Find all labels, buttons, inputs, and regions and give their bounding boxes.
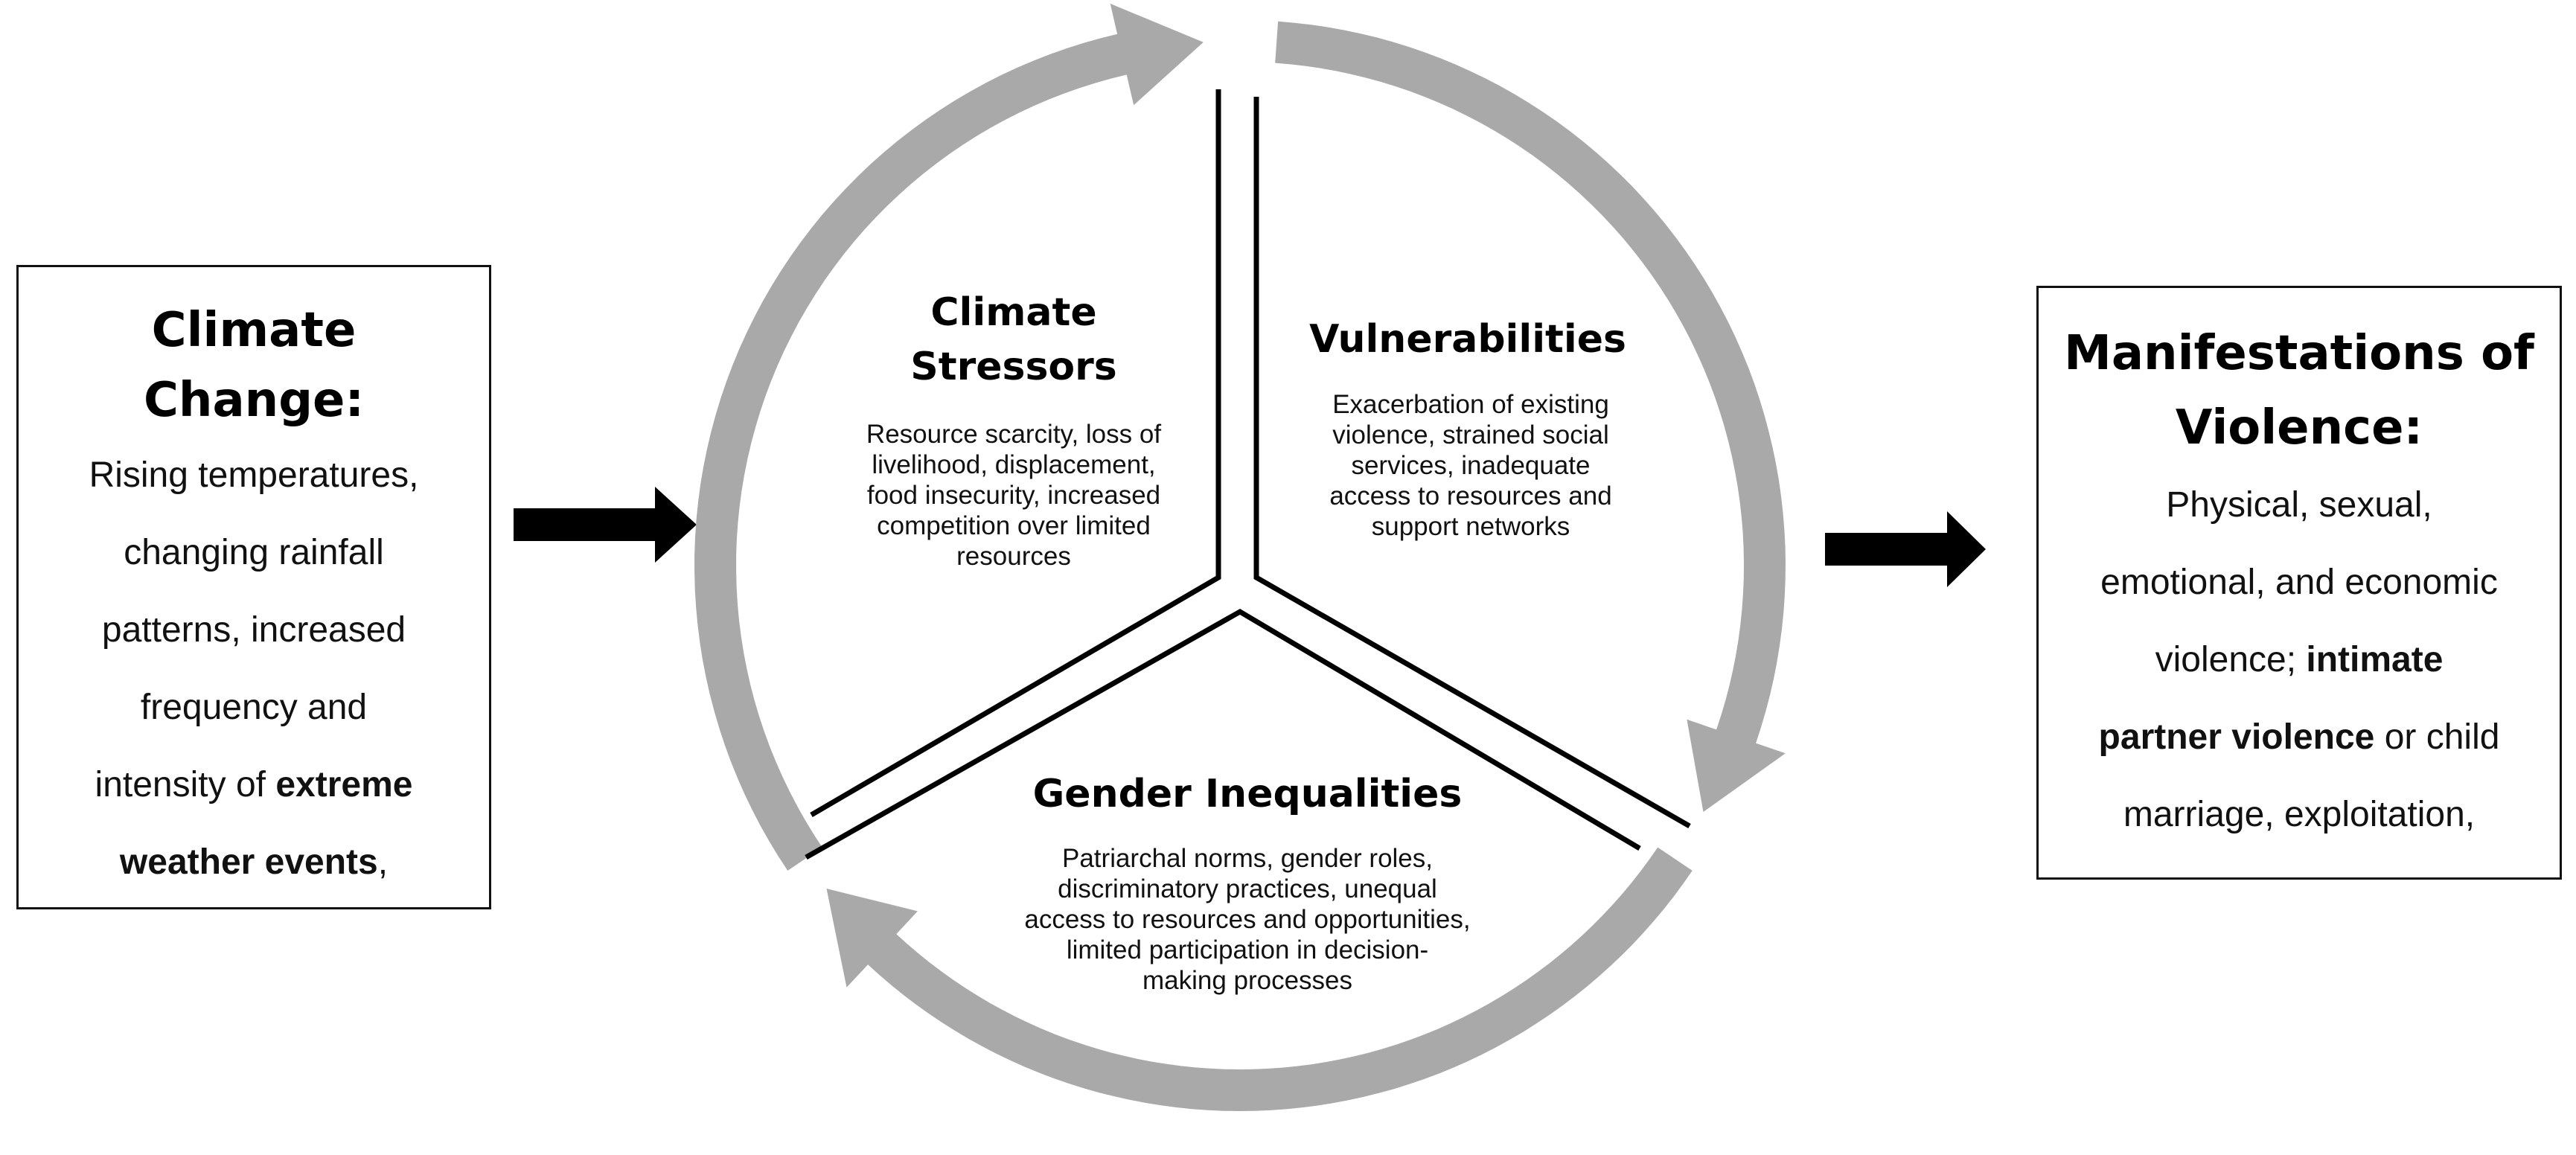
section-vulnerabilities: Vulnerabilities Exacerbation of existing… bbox=[1309, 317, 1626, 541]
section-body-line: competition over limited bbox=[877, 511, 1151, 540]
manifestations-title-line: Manifestations of bbox=[2064, 326, 2534, 381]
climate-stressors-title: Climate bbox=[930, 290, 1096, 335]
section-body-line: food insecurity, increased bbox=[867, 481, 1160, 510]
output-arrow bbox=[1825, 511, 1986, 587]
section-body-line: limited participation in decision- bbox=[1067, 935, 1428, 964]
section-body-line: making processes bbox=[1142, 966, 1352, 995]
section-body-line: discriminatory practices, unequal bbox=[1058, 874, 1437, 903]
section-body-line: Resource scarcity, loss of bbox=[866, 420, 1161, 449]
description-text: frequency and bbox=[140, 688, 368, 727]
output-arrow-shaft bbox=[1825, 533, 1953, 566]
description-text: intensity of bbox=[95, 765, 276, 804]
section-body-line: resources bbox=[956, 542, 1071, 571]
cycle-arrow-bottom bbox=[826, 847, 1693, 1111]
divider-top bbox=[810, 89, 1221, 818]
manifestations-of-violence-box: Manifestations of Violence: Physical, se… bbox=[2036, 286, 2562, 880]
manifestations-title-line: Violence: bbox=[2175, 400, 2423, 455]
description-text: or child bbox=[2374, 717, 2500, 757]
gender-inequalities-title: Gender Inequalities bbox=[1033, 772, 1463, 816]
climate-change-box: Climate Change: Rising temperatures, chan… bbox=[16, 265, 491, 909]
description-text: patterns, increased bbox=[101, 610, 406, 650]
output-arrow-head bbox=[1947, 511, 1986, 587]
cycle-arrow-right bbox=[1275, 21, 1786, 812]
climate-change-title: Climate Change: bbox=[19, 295, 489, 435]
description-text: violence; bbox=[2155, 640, 2307, 679]
climate-change-description: Rising temperatures, changing rainfall pat… bbox=[19, 437, 489, 901]
description-text: extreme bbox=[275, 765, 413, 804]
description-text: emotional, and economic bbox=[2100, 563, 2498, 602]
climate-change-title-line: Climate bbox=[151, 303, 357, 358]
divider-bottom bbox=[805, 608, 1641, 860]
manifestations-description: Physical, sexual, emotional, and economic… bbox=[2039, 467, 2560, 854]
vulnerabilities-title: Vulnerabilities bbox=[1309, 317, 1626, 362]
section-body-line: access to resources and bbox=[1329, 481, 1611, 511]
description-text: weather events bbox=[119, 842, 378, 882]
divider-right bbox=[1253, 97, 1691, 829]
section-body-line: Patriarchal norms, gender roles, bbox=[1062, 844, 1433, 873]
section-dividers bbox=[805, 89, 1691, 860]
manifestations-title: Manifestations of Violence: bbox=[2039, 316, 2560, 465]
input-arrow-shaft bbox=[514, 508, 661, 541]
section-climate-stressors: Climate Stressors Resource scarcity, los… bbox=[866, 290, 1161, 571]
description-text: intimate bbox=[2306, 640, 2444, 679]
climate-change-title-line: Change: bbox=[143, 373, 365, 428]
section-body-line: Exacerbation of existing bbox=[1332, 390, 1609, 419]
input-arrow bbox=[514, 487, 697, 563]
climate-stressors-title: Stressors bbox=[910, 345, 1116, 389]
section-body-line: services, inadequate bbox=[1351, 451, 1590, 480]
input-arrow-head bbox=[655, 487, 697, 563]
description-text: , bbox=[377, 842, 389, 882]
section-body-line: access to resources and opportunities, bbox=[1024, 905, 1470, 934]
section-gender-inequalities: Gender Inequalities Patriarchal norms, g… bbox=[1024, 772, 1470, 995]
section-body-line: livelihood, displacement, bbox=[872, 450, 1155, 479]
description-text: partner violence bbox=[2098, 717, 2375, 757]
cycle-arrows bbox=[694, 3, 1786, 1111]
gender-inequalities-body: Patriarchal norms, gender roles,discrimi… bbox=[1024, 844, 1470, 995]
description-text: Physical, sexual, bbox=[2166, 485, 2432, 525]
cycle-arrow-left bbox=[694, 3, 1204, 871]
section-body-line: violence, strained social bbox=[1332, 420, 1609, 449]
description-text: Rising temperatures, bbox=[89, 455, 419, 495]
description-text: changing rainfall bbox=[124, 533, 384, 572]
section-body-line: support networks bbox=[1372, 512, 1570, 541]
description-text: marriage, exploitation, bbox=[2123, 795, 2476, 834]
